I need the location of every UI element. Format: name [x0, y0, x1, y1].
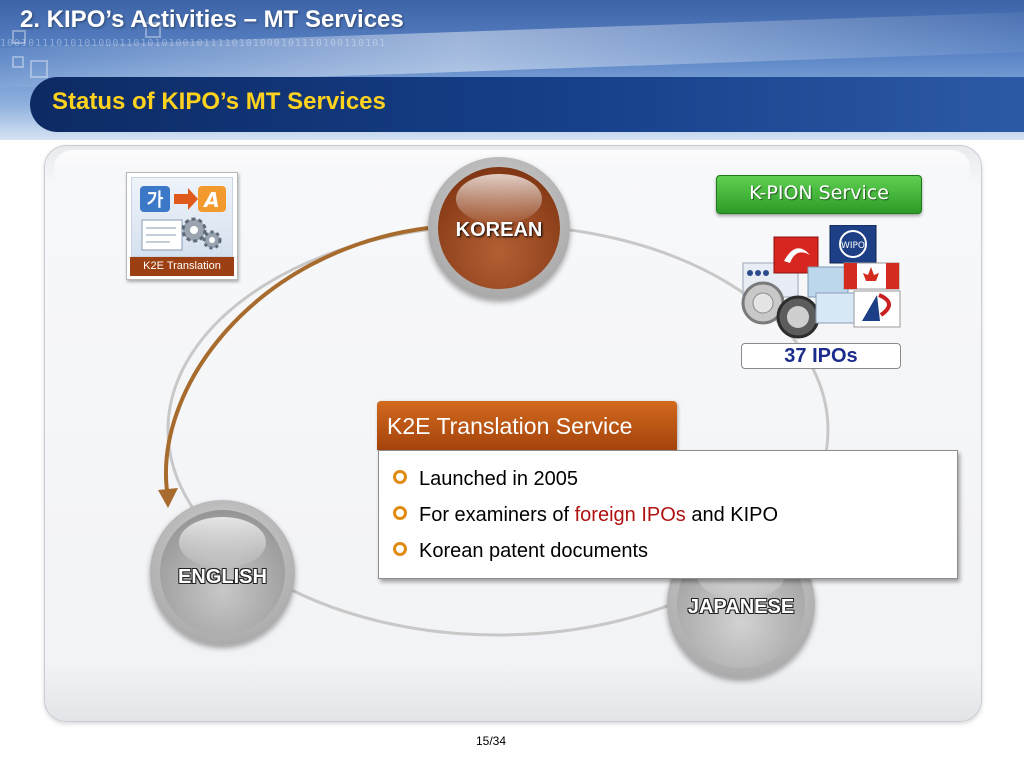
bullet-text-before: For examiners of	[419, 504, 575, 526]
ipo-logo-icon	[807, 266, 849, 298]
bullet-icon	[393, 542, 407, 556]
ipo-logos-icon: WIPO	[741, 224, 901, 339]
target-glyph: A	[202, 188, 219, 212]
bullet-examiners: For examiners of foreign IPOs and KIPO	[393, 504, 778, 527]
k2e-icon-caption: K2E Translation	[130, 257, 234, 276]
k2e-translation-app-icon: 가 A K2E Translation	[126, 172, 238, 280]
japanese-label: JAPANESE	[687, 596, 795, 618]
source-glyph: 가	[147, 190, 164, 211]
bullet-text: Launched in 2005	[419, 468, 579, 490]
decor-square	[12, 30, 26, 44]
epo-logo-icon	[773, 236, 819, 274]
korean-circle: KOREAN	[428, 157, 570, 299]
english-circle: ENGLISH	[150, 500, 295, 645]
subtitle-bar	[30, 77, 1024, 132]
ipo-logo-collage: WIPO	[738, 224, 908, 340]
bullet-launched: Launched in 2005	[393, 468, 578, 491]
decor-square	[12, 56, 24, 68]
slide-title: 2. KIPO’s Activities – MT Services	[20, 6, 404, 33]
circle-gloss	[456, 174, 542, 224]
decor-square	[30, 60, 48, 78]
korean-label: KOREAN	[455, 219, 543, 241]
k2e-service-details: Launched in 2005 For examiners of foreig…	[378, 450, 958, 579]
bullet-documents: Korean patent documents	[393, 540, 648, 563]
english-label: ENGLISH	[178, 566, 267, 588]
svg-text:WIPO: WIPO	[841, 241, 865, 251]
page-number: 15/34	[476, 734, 507, 748]
ipo-logo-icon	[815, 292, 855, 324]
bullet-highlight: foreign IPOs	[574, 504, 686, 526]
translation-art: 가 A	[131, 177, 233, 257]
slide-subtitle: Status of KIPO’s MT Services	[52, 88, 386, 115]
decor-square	[145, 22, 161, 38]
ipos-count: 37 IPOs	[741, 343, 901, 369]
bullet-icon	[393, 506, 407, 520]
korean-to-english-arrow	[164, 226, 429, 499]
bullet-text: Korean patent documents	[419, 540, 649, 562]
header-binary-decoration: 1001011101010100011010101001011110101000…	[0, 38, 387, 49]
arrow-head-icon	[158, 488, 178, 508]
bullet-text-after: and KIPO	[685, 504, 779, 526]
k2e-service-title: K2E Translation Service	[387, 413, 633, 439]
circle-gloss	[179, 517, 266, 569]
k2e-service-tab	[377, 401, 677, 450]
translation-gears-icon: 가 A	[140, 186, 226, 251]
bullet-icon	[393, 470, 407, 484]
kpion-service-badge: K-PION Service	[716, 175, 922, 214]
